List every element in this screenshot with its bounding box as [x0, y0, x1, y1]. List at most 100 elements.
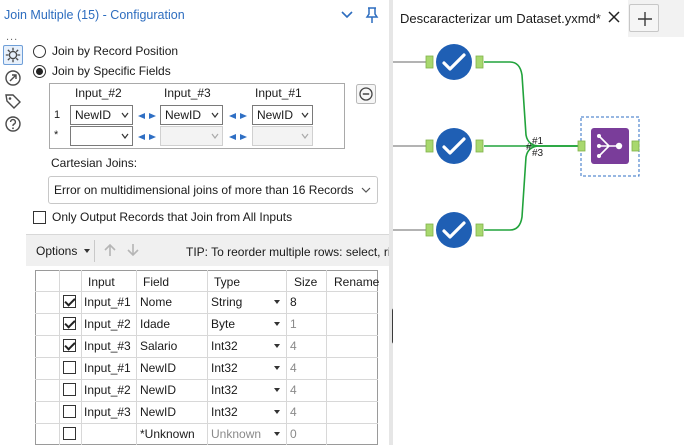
join-field-select-new-input1[interactable] — [252, 126, 313, 146]
output-anchor[interactable] — [475, 139, 484, 153]
multi-input-anchor[interactable] — [577, 140, 586, 152]
remove-row-button[interactable] — [356, 84, 376, 104]
table-cell-size[interactable]: 8 — [290, 295, 297, 309]
annotation-icon[interactable] — [3, 68, 23, 88]
column-header-input[interactable]: Input — [88, 275, 115, 289]
swap-arrows-icon[interactable] — [227, 110, 249, 122]
field-select-checkbox[interactable] — [63, 295, 76, 308]
join-grid-header-2: Input_#3 — [164, 86, 211, 100]
column-header-type[interactable]: Type — [214, 275, 241, 289]
caret-down-icon[interactable] — [274, 366, 280, 370]
only-output-joined-checkbox[interactable] — [33, 211, 46, 224]
swap-arrows-icon[interactable] — [136, 110, 158, 122]
swap-arrows-icon[interactable] — [227, 131, 249, 143]
field-select-checkbox[interactable] — [63, 339, 76, 352]
tool-body[interactable] — [436, 212, 472, 248]
table-cell-type[interactable]: String — [211, 295, 243, 309]
tool-body[interactable] — [436, 128, 472, 164]
field-select-checkbox[interactable] — [63, 427, 76, 440]
table-cell-input: Input_#3 — [84, 405, 131, 419]
field-select-checkbox[interactable] — [63, 405, 76, 418]
table-cell-input: Input_#2 — [84, 383, 131, 397]
column-header-rename[interactable]: Rename — [334, 275, 380, 289]
table-row-divider — [35, 313, 378, 314]
gear-icon[interactable] — [3, 45, 23, 65]
close-icon[interactable] — [608, 11, 620, 23]
cartesian-joins-select[interactable]: Error on multidimensional joins of more … — [48, 176, 378, 204]
tag-icon[interactable] — [3, 91, 23, 111]
table-cell-input: Input_#3 — [84, 339, 131, 353]
swap-arrows-icon[interactable] — [136, 131, 158, 143]
caret-down-icon[interactable] — [274, 388, 280, 392]
caret-down-icon[interactable] — [274, 300, 280, 304]
table-cell-size[interactable]: 4 — [290, 339, 297, 353]
output-anchor[interactable] — [631, 140, 640, 152]
table-cell-type[interactable]: Byte — [211, 317, 236, 331]
more-options-dots[interactable]: ... — [6, 31, 19, 43]
table-cell-field: NewID — [140, 361, 177, 375]
join-field-select-input2[interactable]: NewID — [70, 105, 133, 125]
table-row-divider — [35, 335, 378, 336]
join-by-specific-fields-label: Join by Specific Fields — [52, 64, 171, 78]
output-anchor[interactable] — [475, 55, 484, 69]
caret-down-icon[interactable] — [274, 410, 280, 414]
chevron-down-icon[interactable] — [340, 8, 354, 22]
table-cell-size[interactable]: 0 — [290, 427, 297, 441]
workflow-tab[interactable] — [393, 0, 628, 37]
caret-down-icon[interactable] — [274, 344, 280, 348]
chevron-down-icon — [301, 112, 309, 118]
column-header-field[interactable]: Field — [143, 275, 170, 289]
help-icon[interactable] — [3, 114, 23, 134]
select-tool-1[interactable] — [425, 44, 484, 80]
table-cell-type[interactable]: Int32 — [211, 383, 238, 397]
input-anchor[interactable] — [425, 55, 434, 69]
pin-icon[interactable] — [364, 6, 380, 24]
field-select-checkbox[interactable] — [63, 383, 76, 396]
caret-down-icon — [84, 249, 90, 253]
join-field-select-new-input3[interactable] — [160, 126, 223, 146]
table-cell-size[interactable]: 4 — [290, 383, 297, 397]
reorder-tip: TIP: To reorder multiple rows: select, r… — [186, 245, 408, 259]
join-multiple-tool[interactable] — [577, 116, 640, 177]
cartesian-joins-label: Cartesian Joins: — [51, 156, 138, 170]
join-grid-header-1: Input_#2 — [75, 86, 122, 100]
caret-down-icon[interactable] — [274, 322, 280, 326]
output-anchor[interactable] — [475, 223, 484, 237]
arrow-down-icon[interactable] — [125, 242, 141, 258]
table-cell-size[interactable]: 4 — [290, 405, 297, 419]
join-grid-new-row-marker: * — [54, 129, 59, 141]
options-button[interactable]: Options — [36, 244, 78, 258]
table-row-divider — [35, 379, 378, 380]
input-anchor[interactable] — [425, 139, 434, 153]
connection-label-1: #1 — [532, 136, 544, 147]
arrow-up-icon[interactable] — [102, 242, 118, 258]
chevron-down-icon — [211, 133, 219, 139]
join-field-select-input1[interactable]: NewID — [252, 105, 313, 125]
connection-hash-label: # — [526, 142, 532, 153]
table-cell-type[interactable]: Int32 — [211, 361, 238, 375]
table-cell-type[interactable]: Int32 — [211, 339, 238, 353]
join-field-select-new-input2[interactable] — [70, 126, 133, 146]
select-tool-3[interactable] — [425, 212, 484, 248]
connection-line[interactable] — [484, 145, 578, 231]
join-field-select-input3[interactable]: NewID — [160, 105, 223, 125]
column-header-size[interactable]: Size — [294, 275, 318, 289]
field-select-checkbox[interactable] — [63, 317, 76, 330]
table-cell-size[interactable]: 4 — [290, 361, 297, 375]
connection-line[interactable] — [484, 61, 578, 147]
table-cell-type[interactable]: Unknown — [211, 427, 262, 441]
join-multiple-icon — [597, 134, 623, 158]
select-tool-2[interactable] — [425, 128, 484, 164]
join-by-record-position-radio[interactable] — [33, 45, 46, 58]
field-select-checkbox[interactable] — [63, 361, 76, 374]
table-cell-field: Nome — [140, 295, 173, 309]
chevron-down-icon — [211, 112, 219, 118]
caret-down-icon[interactable] — [274, 432, 280, 436]
workflow-diagram[interactable]: # #1 #3 — [393, 37, 684, 445]
new-tab-button[interactable] — [629, 4, 659, 32]
table-cell-type[interactable]: Int32 — [211, 405, 238, 419]
tool-body[interactable] — [436, 44, 472, 80]
join-by-specific-fields-radio[interactable] — [33, 65, 46, 78]
table-cell-size[interactable]: 1 — [290, 317, 297, 331]
input-anchor[interactable] — [425, 223, 434, 237]
